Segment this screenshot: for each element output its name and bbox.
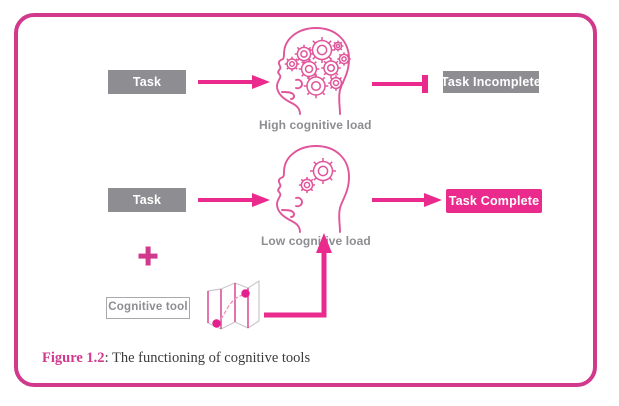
arrow-head-to-complete: [372, 190, 444, 210]
caption-high-cognitive-load: High cognitive load: [259, 118, 372, 132]
figure-caption-separator: :: [104, 350, 109, 366]
blocked-arrow-high: [372, 72, 432, 96]
head-low-cognitive-load-icon: [266, 144, 362, 236]
plus-icon: [136, 244, 160, 268]
head-high-cognitive-load-icon: [266, 26, 362, 118]
figure-number: Figure 1.2: [42, 350, 105, 366]
figure-caption-text: The functioning of cognitive tools: [108, 350, 311, 366]
figure-caption: Figure 1.2: The functioning of cognitive…: [42, 350, 310, 367]
elbow-arrow-up-icon: [262, 233, 340, 319]
task-box-high: Task: [108, 70, 186, 94]
arrow-task-to-head-low: [198, 190, 272, 210]
task-complete-box: Task Complete: [446, 189, 542, 213]
task-box-low: Task: [108, 188, 186, 212]
arrow-task-to-head-high: [198, 72, 272, 92]
task-incomplete-box: Task Incomplete: [441, 71, 541, 93]
caption-low-cognitive-load: Low cognitive load: [261, 234, 371, 248]
folded-map-icon: [204, 277, 262, 333]
cognitive-tool-box: Cognitive tool: [106, 297, 190, 319]
